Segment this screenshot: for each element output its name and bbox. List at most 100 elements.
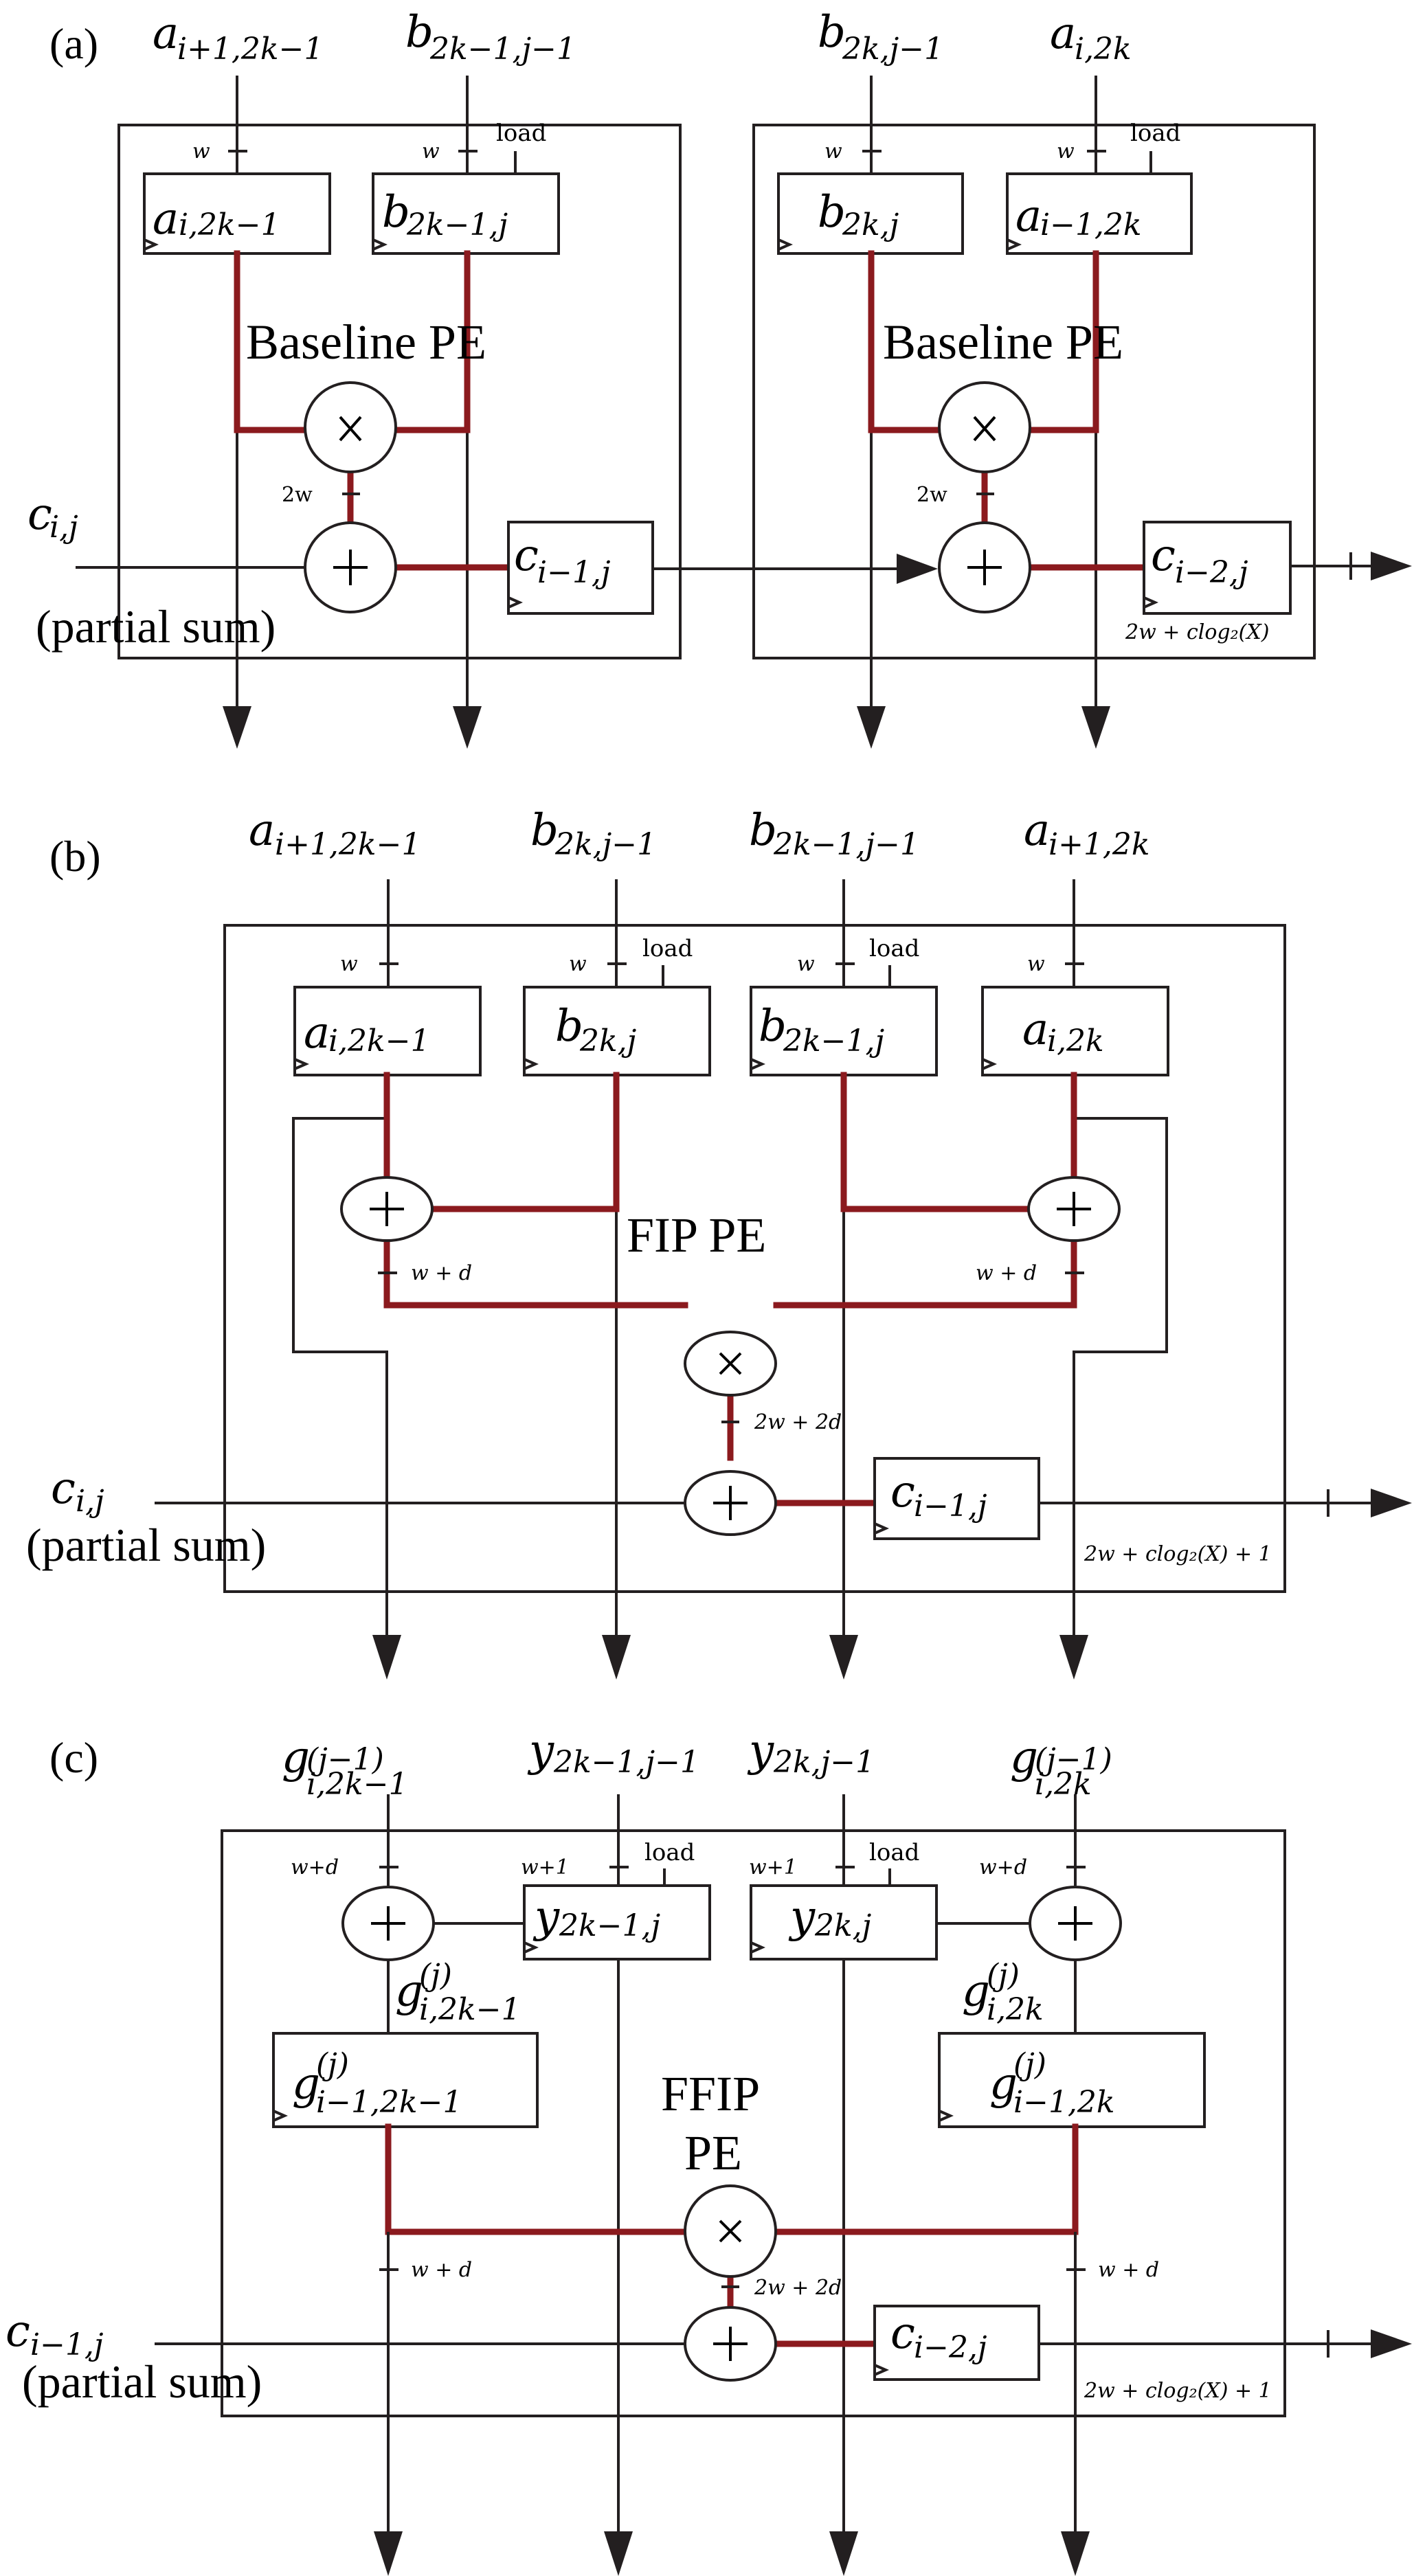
svg-text:i−1,2k−1: i−1,2k−1 <box>316 2085 462 2120</box>
load-label: load <box>869 935 919 962</box>
input-label: a i+1,2k <box>1024 805 1150 862</box>
register: y 2k−1,j <box>523 1884 711 1961</box>
load-label: load <box>642 935 693 962</box>
bypass-wire <box>292 1117 388 1662</box>
register: g (j) i−1,2k−1 <box>272 2032 539 2128</box>
svg-text:i+1,2k−1: i+1,2k−1 <box>177 32 323 67</box>
svg-text:2k−1,j−1: 2k−1,j−1 <box>553 1745 699 1780</box>
width-label: w+1 <box>521 1855 569 1879</box>
arrow-down-icon <box>223 706 251 749</box>
pe-title: PE <box>684 2125 742 2180</box>
accumulator-register: c i−2,j <box>1143 521 1292 615</box>
width-label: w <box>422 139 440 163</box>
partial-sum-note: (partial sum) <box>22 2355 262 2408</box>
svg-text:b: b <box>749 805 777 856</box>
svg-text:i,2k−1: i,2k−1 <box>328 1024 430 1059</box>
width-label: w + d <box>976 1261 1037 1285</box>
svg-text:(j): (j) <box>987 1958 1020 1993</box>
baseline-pe-right-box <box>752 124 1316 659</box>
arrow-down-icon <box>453 706 482 749</box>
partial-sum-input-label: c i−1,j <box>5 2306 104 2362</box>
clock-icon <box>750 1941 765 1954</box>
width-label: w+d <box>291 1855 339 1879</box>
input-label: b 2k−1,j−1 <box>405 7 576 67</box>
svg-text:b: b <box>818 187 846 238</box>
clock-icon <box>982 1058 997 1070</box>
clock-icon <box>874 2364 889 2376</box>
svg-text:2k,j−1: 2k,j−1 <box>773 1745 875 1780</box>
register: y 2k,j <box>750 1884 938 1961</box>
datapath <box>868 250 943 433</box>
clock-icon <box>508 596 523 609</box>
bypass-wire <box>1073 1117 1168 1662</box>
panel-a-label: (a) <box>49 19 98 68</box>
partial-sum-note: (partial sum) <box>26 1519 266 1571</box>
svg-text:2k−1,j: 2k−1,j <box>559 1908 660 1943</box>
svg-text:b: b <box>759 1001 787 1052</box>
input-label: y 2k−1,j−1 <box>527 1726 699 1780</box>
svg-text:2k−1,j: 2k−1,j <box>406 207 508 242</box>
clock-icon <box>778 238 793 251</box>
input-label: b 2k,j−1 <box>818 7 943 67</box>
adder-icon <box>340 1176 434 1242</box>
width-label: w <box>797 952 815 976</box>
svg-text:b: b <box>818 7 846 58</box>
adder-icon <box>1027 1176 1121 1242</box>
input-label: a i+1,2k−1 <box>153 8 323 67</box>
panel-c-label: (c) <box>49 1733 98 1782</box>
intermediate-label: g (j) i,2k <box>962 1958 1044 2027</box>
arrow-down-icon <box>1059 1635 1088 1680</box>
svg-text:i,2k: i,2k <box>1075 32 1132 67</box>
svg-text:c: c <box>890 2308 915 2359</box>
arrow-right-icon <box>1371 1489 1412 1517</box>
arrow-down-icon <box>829 1635 858 1680</box>
load-label: load <box>869 1839 919 1866</box>
datapath <box>429 1072 620 1212</box>
multiplier-icon <box>684 2184 777 2278</box>
svg-text:c: c <box>5 2306 30 2357</box>
multiplier-icon <box>938 381 1031 473</box>
svg-text:i−1,j: i−1,j <box>30 2327 104 2362</box>
svg-text:2k,j: 2k,j <box>842 207 899 242</box>
datapath <box>385 2123 688 2235</box>
pe-title: Baseline PE <box>883 315 1123 370</box>
svg-text:b: b <box>405 7 434 58</box>
svg-text:i−1,j: i−1,j <box>914 1489 987 1524</box>
input-label: b 2k,j−1 <box>530 805 656 862</box>
width-label: w <box>192 139 210 163</box>
adder-icon <box>684 1470 777 1536</box>
svg-text:(j−1): (j−1) <box>306 1742 384 1777</box>
arrow-right-icon <box>897 554 938 584</box>
svg-text:i,j: i,j <box>76 1484 104 1519</box>
svg-text:i−2,j: i−2,j <box>1175 555 1248 590</box>
svg-text:2k−1,j−1: 2k−1,j−1 <box>429 32 576 67</box>
input-label: a i+1,2k−1 <box>249 805 420 862</box>
arrow-down-icon <box>1081 706 1110 749</box>
svg-text:g: g <box>989 2059 1018 2110</box>
partial-sum-note: (partial sum) <box>36 600 276 653</box>
datapath <box>773 2123 1079 2235</box>
svg-text:c: c <box>1151 530 1176 581</box>
input-label: y 2k,j−1 <box>747 1726 875 1780</box>
register: b 2k−1,j <box>750 986 938 1076</box>
partial-sum-input-label: c i,j <box>51 1463 104 1519</box>
register: a i,2k−1 <box>293 986 482 1076</box>
svg-text:i,j: i,j <box>49 510 78 545</box>
datapath <box>392 250 471 433</box>
arrow-right-icon <box>1371 2329 1412 2358</box>
clock-icon <box>273 2110 288 2122</box>
svg-text:(j): (j) <box>316 2047 349 2082</box>
svg-text:i,2k: i,2k <box>1035 1767 1092 1802</box>
width-label: w <box>569 952 587 976</box>
svg-text:i,2k: i,2k <box>1047 1024 1104 1059</box>
svg-text:a: a <box>1050 8 1076 59</box>
svg-text:c: c <box>890 1467 915 1517</box>
svg-text:a: a <box>1024 805 1050 856</box>
width-label: w <box>1027 952 1045 976</box>
width-label: w + d <box>411 2258 472 2282</box>
input-label: a i,2k <box>1050 8 1132 67</box>
svg-text:2k,j: 2k,j <box>579 1024 636 1059</box>
input-label: g (j−1) i,2k <box>1010 1732 1112 1802</box>
svg-text:2k−1,j−1: 2k−1,j−1 <box>773 827 919 862</box>
